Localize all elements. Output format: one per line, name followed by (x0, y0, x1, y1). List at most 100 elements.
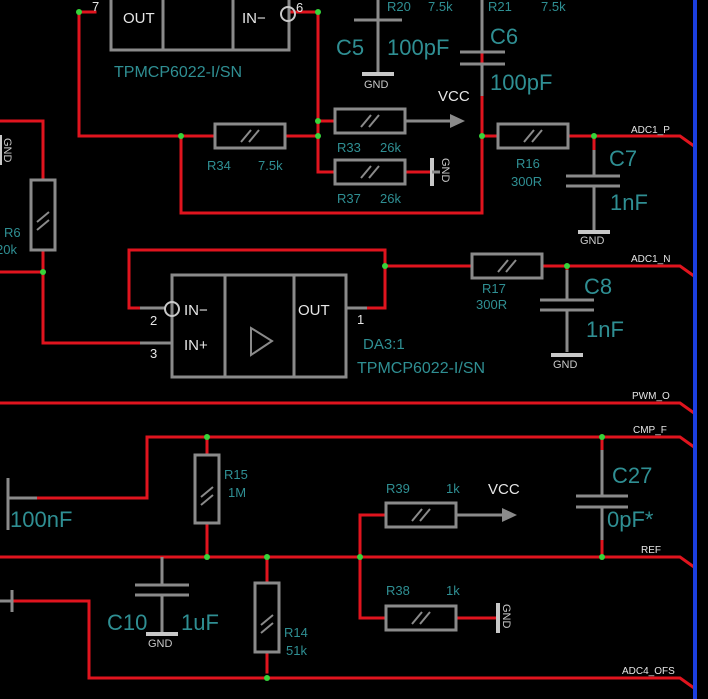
junction-dot (357, 554, 363, 560)
gnd-label: GND (1, 138, 13, 163)
pin-label-out: OUT (123, 10, 155, 27)
net-ref: REF (641, 545, 661, 556)
c6-value: 100pF (490, 70, 552, 95)
r17-value: 300R (476, 297, 507, 312)
capacitor-c6: C6 100pF (460, 0, 552, 96)
part-label: TPMCP6022-I/SN (357, 360, 485, 377)
pin-label-in-plus: IN+ (184, 337, 208, 354)
c6-ref: C6 (490, 24, 518, 49)
resistor-r14: R14 51k (253, 581, 308, 658)
c7-value: 1nF (610, 190, 648, 215)
r34-ref: R34 (207, 158, 231, 173)
resistor-r39: R39 1k (384, 481, 517, 529)
gnd-icon: GND (362, 62, 394, 91)
wire (179, 0, 484, 215)
capacitors: C5 100pF C6 100pF C7 1nF C8 1 (0, 0, 654, 635)
c8-value: 1nF (586, 317, 624, 342)
resistor-r16: R16 300R (496, 122, 570, 189)
vcc-label: VCC (438, 88, 470, 105)
junction-dot (564, 263, 570, 269)
gnd-icon: GND (578, 230, 610, 247)
gnd-label: GND (148, 638, 173, 650)
junction-dot (315, 9, 321, 15)
junctions (40, 9, 605, 681)
c10-ref: C10 (107, 610, 147, 635)
inversion-circle (164, 301, 180, 317)
pin-number-2: 2 (150, 313, 157, 328)
opamp-da3: IN− IN+ OUT 2 3 1 DA3:1 TPMCP6022-I/SN (140, 273, 485, 379)
r37-ref: R37 (337, 191, 361, 206)
gnd-icon: GND (496, 603, 512, 633)
r39-ref: R39 (386, 481, 410, 496)
c8-ref: C8 (584, 274, 612, 299)
r6-value: 20k (0, 242, 17, 257)
junction-dot (599, 434, 605, 440)
junction-dot (382, 263, 388, 269)
c27-value: 0pF* (607, 507, 654, 532)
capacitor-c5: C5 100pF (336, 0, 449, 62)
wire (0, 119, 45, 182)
capacitor-c27: C27 0pF* (576, 450, 654, 540)
pin-number-7: 7 (92, 0, 99, 14)
r34-value: 7.5k (258, 158, 283, 173)
capacitor-c8: C8 1nF (540, 270, 624, 352)
c7-ref: C7 (609, 146, 637, 171)
gnd-label: GND (580, 235, 605, 247)
gnd-label: GND (553, 359, 578, 371)
c5-ref: C5 (336, 35, 364, 60)
junction-dot (315, 118, 321, 124)
junction-dot (204, 434, 210, 440)
pin-number-6: 6 (296, 0, 303, 15)
pin-label-in-minus: IN− (242, 10, 266, 27)
pin-number-1: 1 (357, 312, 364, 327)
resistors: R20 7.5k R21 7.5k R34 7.5k R33 26k R37 (0, 0, 570, 658)
wires (0, 0, 697, 691)
net-adc1-n: ADC1_N (631, 254, 670, 265)
wire (77, 10, 217, 138)
junction-dot (591, 133, 597, 139)
wire (10, 599, 697, 691)
junction-dot (599, 554, 605, 560)
wire (35, 435, 697, 500)
vcc-arrow-icon (450, 114, 465, 128)
resistor-r33: R33 26k (333, 107, 465, 155)
ref-label: DA3:1 (363, 336, 405, 353)
pin-label-in-minus: IN− (184, 302, 208, 319)
junction-dot (76, 9, 82, 15)
opamp-top: OUT IN− 7 6 TPMCP6022-I/SN (92, 0, 303, 81)
capacitor-c7: C7 1nF (566, 146, 648, 230)
resistor-r34: R34 7.5k (207, 122, 287, 173)
opamp-triangle-icon (250, 326, 274, 357)
resistor-r37: R37 26k (333, 158, 407, 206)
r21-value: 7.5k (541, 0, 566, 14)
r39-value: 1k (446, 481, 460, 496)
part-label: TPMCP6022-I/SN (114, 64, 242, 81)
wire (0, 270, 142, 345)
wire (618, 134, 697, 149)
vcc-arrow-icon (502, 508, 517, 522)
capacitor-c10: C10 1uF (107, 557, 219, 635)
r20-ref: R20 (387, 0, 411, 14)
net-labels: ADC1_P ADC1_N PWM_O CMP_F REF ADC4_OFS (622, 125, 675, 677)
ground-symbols: GND GND GND GND GND GND G (0, 62, 610, 650)
r17-ref: R17 (482, 281, 506, 296)
opamp-body (109, 0, 291, 52)
gnd-label: GND (500, 604, 512, 629)
junction-dot (40, 269, 46, 275)
r33-ref: R33 (337, 140, 361, 155)
c5-value: 100pF (387, 35, 449, 60)
wire (0, 401, 697, 416)
gnd-icon: GND (0, 135, 13, 165)
cleft-value: 100nF (10, 507, 72, 532)
wire (127, 248, 387, 310)
gnd-icon: GND (551, 353, 583, 371)
r15-value: 1M (228, 485, 246, 500)
junction-dot (479, 133, 485, 139)
pin-number-3: 3 (150, 346, 157, 361)
wire (0, 555, 697, 570)
c27-ref: C27 (612, 463, 652, 488)
r21-ref: R21 (488, 0, 512, 14)
opamp-body (170, 273, 348, 379)
gnd-label: GND (439, 158, 451, 183)
